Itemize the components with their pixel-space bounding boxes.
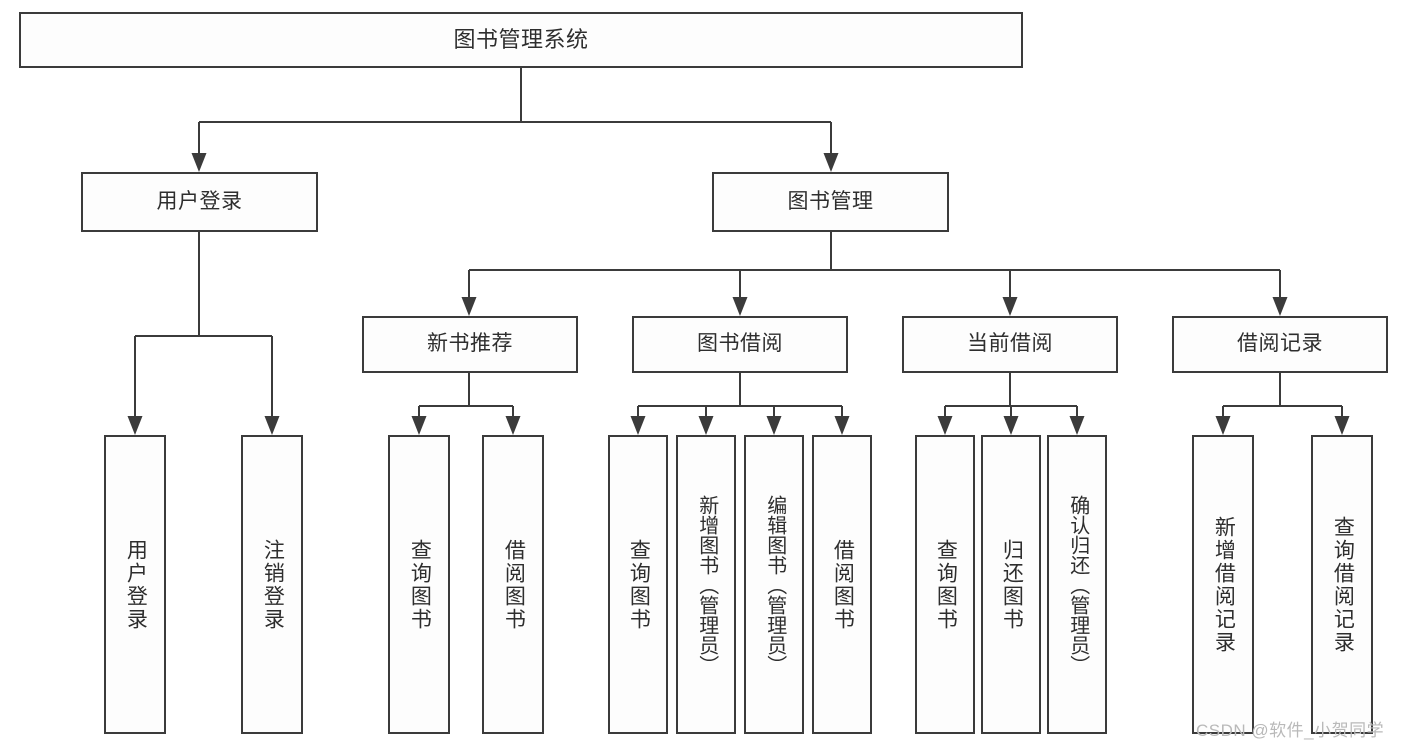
node-label-leaf-query-book-1: 查询图书	[408, 538, 432, 631]
node-label-leaf-add-book: 新增图书（管理员）	[695, 494, 718, 675]
arrowhead-new-book-rec-to-leaves-1	[505, 416, 521, 435]
arrowhead-borrow-record-to-leaves-1	[1334, 416, 1350, 435]
node-label-leaf-logout: 注销登录	[261, 538, 285, 631]
node-leaf-query-book-3[interactable]: 查询图书	[915, 435, 975, 734]
node-root[interactable]: 图书管理系统	[19, 12, 1023, 68]
connector-new-book-rec-to-leaves	[411, 373, 521, 435]
arrowhead-book-manage-to-level3-1	[732, 297, 748, 316]
node-leaf-borrow-book-2[interactable]: 借阅图书	[812, 435, 872, 734]
arrowhead-user-login-to-leaves-0	[127, 416, 143, 435]
connector-book-borrow-to-leaves	[630, 373, 850, 435]
node-leaf-return-book[interactable]: 归还图书	[981, 435, 1041, 734]
node-leaf-query-record[interactable]: 查询借阅记录	[1311, 435, 1373, 734]
node-book-borrow[interactable]: 图书借阅	[632, 316, 848, 373]
node-label-leaf-confirm-return: 确认归还（管理员）	[1066, 494, 1089, 675]
node-leaf-logout[interactable]: 注销登录	[241, 435, 303, 734]
arrowhead-book-manage-to-level3-2	[1002, 297, 1018, 316]
node-leaf-add-book[interactable]: 新增图书（管理员）	[676, 435, 736, 734]
node-label-leaf-user-login: 用户登录	[124, 538, 148, 631]
node-label-leaf-edit-book: 编辑图书（管理员）	[763, 494, 786, 675]
node-leaf-add-record[interactable]: 新增借阅记录	[1192, 435, 1254, 734]
arrowhead-book-borrow-to-leaves-2	[766, 416, 782, 435]
node-leaf-borrow-book-1[interactable]: 借阅图书	[482, 435, 544, 734]
csdn-watermark: CSDN @软件_小贺同学	[1196, 721, 1385, 740]
arrowhead-book-manage-to-level3-3	[1272, 297, 1288, 316]
arrowhead-root-to-level2-1	[823, 153, 839, 172]
connector-current-borrow-to-leaves	[937, 373, 1085, 435]
connector-book-manage-to-level3	[461, 232, 1288, 316]
arrowhead-book-manage-to-level3-0	[461, 297, 477, 316]
arrowhead-borrow-record-to-leaves-0	[1215, 416, 1231, 435]
node-label-user-login: 用户登录	[156, 189, 243, 213]
node-current-borrow[interactable]: 当前借阅	[902, 316, 1118, 373]
node-leaf-query-book-2[interactable]: 查询图书	[608, 435, 668, 734]
node-book-manage[interactable]: 图书管理	[712, 172, 949, 232]
node-leaf-edit-book[interactable]: 编辑图书（管理员）	[744, 435, 804, 734]
node-leaf-confirm-return[interactable]: 确认归还（管理员）	[1047, 435, 1107, 734]
node-leaf-user-login[interactable]: 用户登录	[104, 435, 166, 734]
arrowhead-new-book-rec-to-leaves-0	[411, 416, 427, 435]
arrowhead-current-borrow-to-leaves-0	[937, 416, 953, 435]
node-new-book-rec[interactable]: 新书推荐	[362, 316, 578, 373]
node-label-leaf-add-record: 新增借阅记录	[1212, 515, 1236, 654]
node-label-root: 图书管理系统	[453, 27, 589, 53]
connector-borrow-record-to-leaves	[1215, 373, 1350, 435]
node-label-leaf-query-record: 查询借阅记录	[1331, 515, 1355, 654]
connector-root-to-level2	[191, 68, 839, 172]
node-borrow-record[interactable]: 借阅记录	[1172, 316, 1388, 373]
arrowhead-current-borrow-to-leaves-1	[1003, 416, 1019, 435]
node-label-book-borrow: 图书借阅	[697, 332, 783, 356]
node-label-book-manage: 图书管理	[787, 189, 874, 213]
arrowhead-book-borrow-to-leaves-3	[834, 416, 850, 435]
connector-user-login-to-leaves	[127, 232, 280, 435]
node-label-leaf-return-book: 归还图书	[1000, 538, 1024, 631]
node-leaf-query-book-1[interactable]: 查询图书	[388, 435, 450, 734]
node-label-new-book-rec: 新书推荐	[427, 332, 513, 356]
arrowhead-root-to-level2-0	[191, 153, 207, 172]
node-label-leaf-query-book-2: 查询图书	[627, 538, 651, 631]
node-label-borrow-record: 借阅记录	[1237, 332, 1323, 356]
arrowhead-book-borrow-to-leaves-0	[630, 416, 646, 435]
node-label-leaf-borrow-book-1: 借阅图书	[502, 538, 526, 631]
node-label-leaf-query-book-3: 查询图书	[934, 538, 958, 631]
arrowhead-user-login-to-leaves-1	[264, 416, 280, 435]
node-label-current-borrow: 当前借阅	[967, 332, 1053, 356]
arrowhead-book-borrow-to-leaves-1	[698, 416, 714, 435]
node-label-leaf-borrow-book-2: 借阅图书	[831, 538, 855, 631]
node-user-login[interactable]: 用户登录	[81, 172, 318, 232]
arrowhead-current-borrow-to-leaves-2	[1069, 416, 1085, 435]
